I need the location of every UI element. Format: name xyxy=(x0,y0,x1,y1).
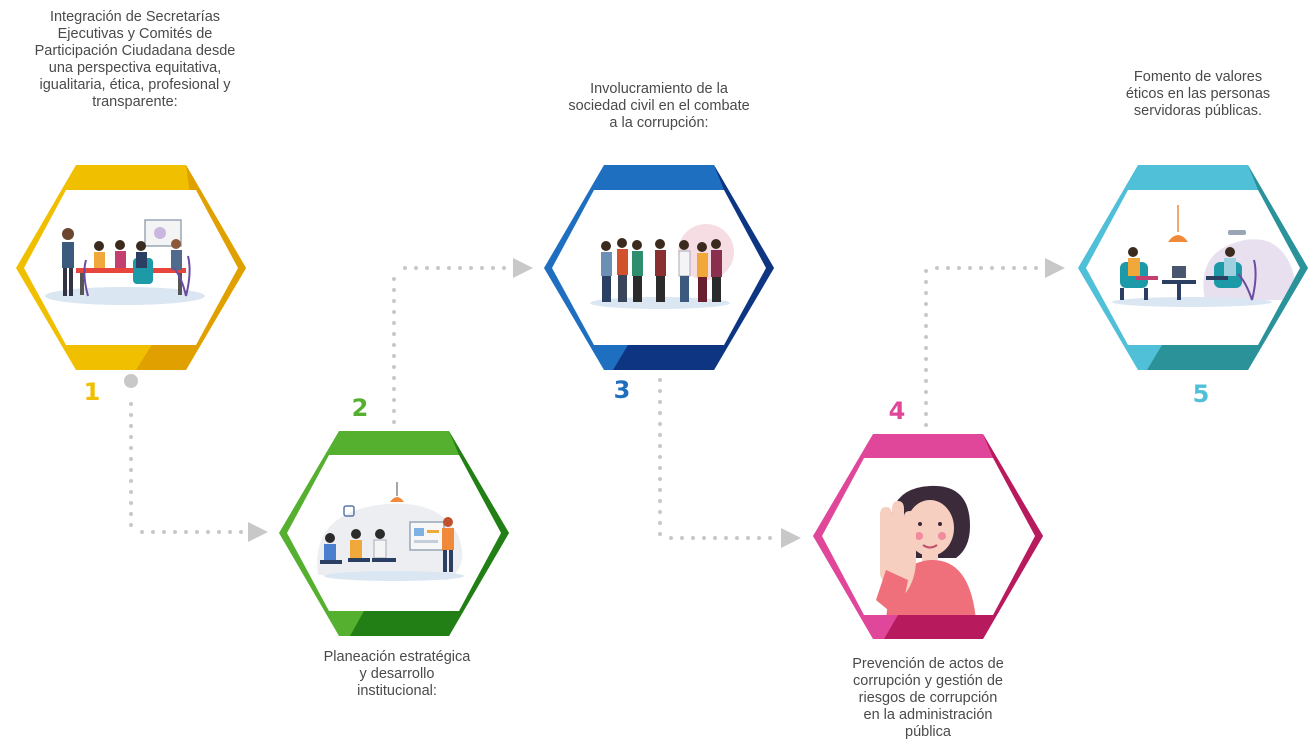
hexagon-step-2 xyxy=(279,431,509,636)
hexagon-step-4 xyxy=(813,434,1043,639)
stop-hand-woman-illustration xyxy=(876,485,976,615)
connector-start-dot xyxy=(124,374,138,388)
meeting-room-illustration xyxy=(45,219,205,305)
connector-2-3 xyxy=(392,258,533,424)
presentation-illustration xyxy=(317,482,464,581)
civil-society-illustration xyxy=(590,224,734,309)
connector-4-5 xyxy=(924,258,1065,427)
step-number-2: 2 xyxy=(352,394,369,422)
arrow-head xyxy=(513,258,533,278)
step-number-5: 5 xyxy=(1193,380,1210,408)
step-number-4: 4 xyxy=(889,397,906,425)
arrow-head xyxy=(1045,258,1065,278)
step-number-1: 1 xyxy=(84,378,101,406)
hexagon-step-1 xyxy=(16,165,246,370)
interview-illustration xyxy=(1112,205,1295,307)
connector-3-4 xyxy=(658,378,801,548)
step-4-caption: Prevención de actos de corrupción y gest… xyxy=(852,656,1004,740)
step-3-caption: Involucramiento de la sociedad civil en … xyxy=(568,81,750,131)
step-5-caption: Fomento de valores éticos en las persona… xyxy=(1125,69,1271,119)
hexagon-step-3 xyxy=(544,165,774,370)
step-1-caption: Integración de Secretarías Ejecutivas y … xyxy=(34,9,236,110)
step-2-caption: Planeación estratégica y desarrollo inst… xyxy=(323,649,471,699)
arrow-head xyxy=(248,522,268,542)
arrow-head xyxy=(781,528,801,548)
hexagon-step-5 xyxy=(1078,165,1308,370)
connector-1-2 xyxy=(124,374,268,542)
step-number-3: 3 xyxy=(614,376,631,404)
